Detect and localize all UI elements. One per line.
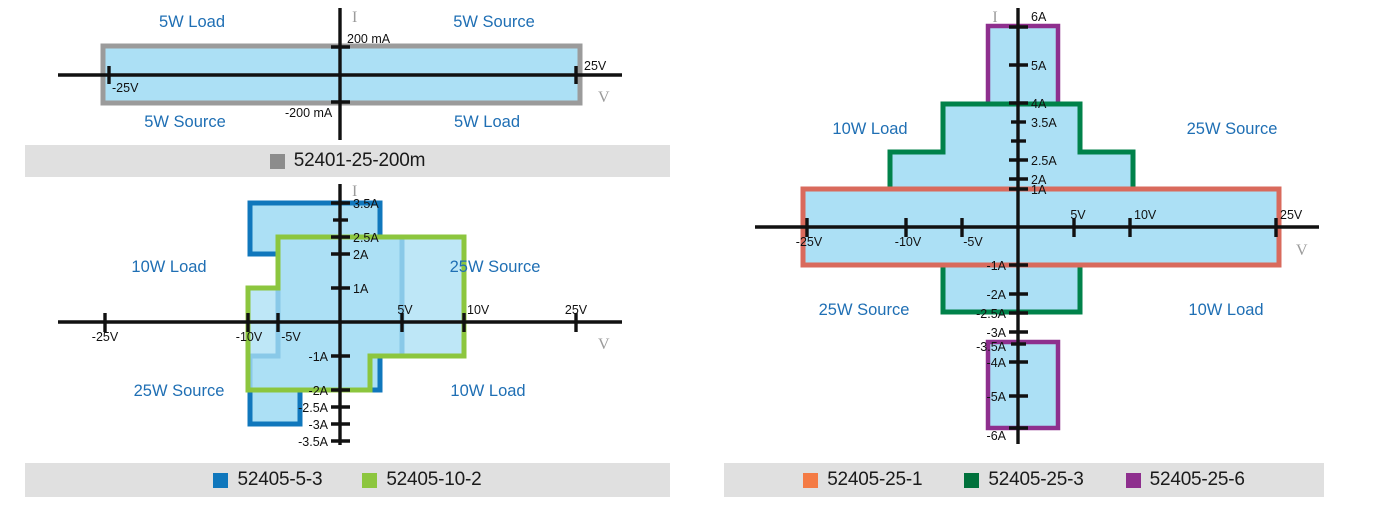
legend-chart-52405-25: 52405-25-1 52405-25-3 52405-25-6 <box>724 463 1324 497</box>
quadrant-label-bottom-right: 5W Load <box>454 113 520 131</box>
region-52405-10-2 <box>245 234 467 393</box>
tick-label-i-2p5a: 2.5A <box>353 231 379 245</box>
tick-label-v-pos5: 5V <box>1070 208 1086 222</box>
quadrant-label-bottom-right: 10W Load <box>450 382 525 400</box>
legend-chart-52401: 52401-25-200m <box>25 145 670 177</box>
tick-label-i-neg4a: -4A <box>987 356 1007 370</box>
chart-52405-5-3-and-10-2: I V -25V -10V -5V 5V 10V 25V 3.5A 2.5A 2… <box>0 182 690 449</box>
legend-label: 52405-25-6 <box>1149 469 1245 490</box>
legend-entry-52405-25-1[interactable]: 52405-25-1 <box>803 469 923 491</box>
i-axis-letter: I <box>352 183 357 200</box>
quadrant-label-top-right: 5W Source <box>453 13 535 31</box>
quadrant-label-bottom-right: 10W Load <box>1188 301 1263 319</box>
tick-label-i-neg2p5a: -2.5A <box>976 307 1007 321</box>
quadrant-label-top-right: 25W Source <box>450 258 541 276</box>
tick-label-v-neg5: -5V <box>963 235 983 249</box>
tick-label-i-neg1a: -1A <box>987 259 1007 273</box>
tick-label-i-neg6a: -6A <box>987 429 1007 443</box>
tick-label-i-neg2a: -2A <box>309 384 329 398</box>
chart-52401-svg: I V 200 mA -200 mA 25V -25V 5W Load 5W S… <box>58 8 622 140</box>
legend-swatch-icon <box>213 472 229 488</box>
tick-label-v-neg5: -5V <box>281 330 301 344</box>
tick-label-i-2a: 2A <box>1031 173 1047 187</box>
tick-label-i-4a: 4A <box>1031 97 1047 111</box>
tick-label-i-3p5a: 3.5A <box>1031 116 1057 130</box>
chart-52405-25-svg: I V -25V -10V -5V 5V 10V 25V 6A 5A 4A 3.… <box>755 8 1319 444</box>
chart-52405-low-svg: I V -25V -10V -5V 5V 10V 25V 3.5A 2.5A 2… <box>58 183 622 449</box>
legend-chart-52405-low: 52405-5-3 52405-10-2 <box>25 463 670 497</box>
legend-entry-52401-25-200m[interactable]: 52401-25-200m <box>269 150 426 172</box>
tick-label-i-positive: 200 mA <box>347 32 391 46</box>
tick-label-v-pos5: 5V <box>397 303 413 317</box>
tick-label-i-2p5a: 2.5A <box>1031 154 1057 168</box>
tick-label-v-pos25: 25V <box>1280 208 1303 222</box>
tick-label-i-1a: 1A <box>1031 183 1047 197</box>
legend-entry-52405-10-2[interactable]: 52405-10-2 <box>362 469 482 491</box>
quadrant-label-bottom-left: 25W Source <box>819 301 910 319</box>
chart-52401-25-200m: I V 200 mA -200 mA 25V -25V 5W Load 5W S… <box>0 0 690 140</box>
v-axis-letter: V <box>598 89 610 106</box>
legend-swatch-icon <box>1125 472 1141 488</box>
v-axis-letter: V <box>598 336 610 353</box>
quadrant-label-bottom-left: 25W Source <box>134 382 225 400</box>
tick-label-v-positive: 25V <box>584 59 607 73</box>
quadrant-label-top-left: 10W Load <box>131 258 206 276</box>
tick-label-v-neg10: -10V <box>895 235 922 249</box>
tick-label-i-3p5a: 3.5A <box>353 197 379 211</box>
tick-label-i-neg2p5a: -2.5A <box>298 401 329 415</box>
tick-label-i-2a: 2A <box>353 248 369 262</box>
legend-swatch-icon <box>362 472 378 488</box>
quadrant-label-top-left: 10W Load <box>832 120 907 138</box>
legend-entry-52405-5-3[interactable]: 52405-5-3 <box>213 469 323 491</box>
tick-label-i-neg3p5a: -3.5A <box>976 340 1007 354</box>
tick-label-i-neg3a: -3A <box>987 326 1007 340</box>
quadrant-label-top-right: 25W Source <box>1187 120 1278 138</box>
right-panel: I V -25V -10V -5V 5V 10V 25V 6A 5A 4A 3.… <box>690 0 1379 507</box>
legend-entry-52405-25-3[interactable]: 52405-25-3 <box>964 469 1084 491</box>
legend-label: 52405-25-3 <box>988 469 1084 490</box>
legend-swatch-icon <box>964 472 980 488</box>
tick-label-i-neg5a: -5A <box>987 390 1007 404</box>
tick-label-i-neg3p5a: -3.5A <box>298 435 329 449</box>
tick-label-i-1a: 1A <box>353 282 369 296</box>
quadrant-label-top-left: 5W Load <box>159 13 225 31</box>
legend-label: 52405-25-1 <box>827 469 923 490</box>
legend-label: 52405-5-3 <box>237 469 323 490</box>
region-52405-25-6-top <box>985 23 1061 115</box>
tick-label-i-neg1a: -1A <box>309 350 329 364</box>
tick-label-v-pos10: 10V <box>467 303 490 317</box>
region-52405-25-6-bottom <box>985 339 1061 431</box>
v-axis-letter: V <box>1296 242 1308 259</box>
legend-label: 52401-25-200m <box>293 150 426 171</box>
tick-label-i-6a: 6A <box>1031 10 1047 24</box>
legend-label: 52405-10-2 <box>386 469 482 490</box>
tick-label-v-pos10: 10V <box>1134 208 1157 222</box>
i-axis-letter: I <box>992 9 997 26</box>
legend-swatch-icon <box>803 472 819 488</box>
left-panel: I V 200 mA -200 mA 25V -25V 5W Load 5W S… <box>0 0 690 497</box>
tick-label-i-5a: 5A <box>1031 59 1047 73</box>
i-axis-letter: I <box>352 9 357 26</box>
tick-label-v-pos25: 25V <box>565 303 588 317</box>
tick-label-i-negative: -200 mA <box>285 106 333 120</box>
tick-label-v-neg25: -25V <box>92 330 119 344</box>
chart-52405-25-series: I V -25V -10V -5V 5V 10V 25V 6A 5A 4A 3.… <box>690 0 1379 450</box>
tick-label-v-negative: -25V <box>112 81 139 95</box>
legend-swatch-icon <box>269 153 285 169</box>
tick-label-i-neg2a: -2A <box>987 288 1007 302</box>
tick-label-i-neg3a: -3A <box>309 418 329 432</box>
tick-label-v-neg10: -10V <box>236 330 263 344</box>
legend-entry-52405-25-6[interactable]: 52405-25-6 <box>1125 469 1245 491</box>
tick-label-v-neg25: -25V <box>796 235 823 249</box>
quadrant-label-bottom-left: 5W Source <box>144 113 226 131</box>
